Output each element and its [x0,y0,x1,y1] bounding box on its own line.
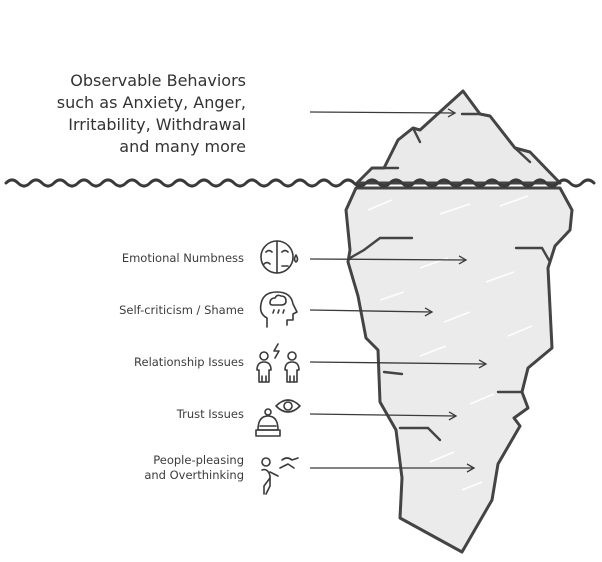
arrow-headline [309,108,457,118]
arrow-factor-1 [309,255,468,265]
factor-label-emotional-numbness: Emotional Numbness [122,251,244,266]
factor-4-line-1: Trust Issues [176,407,244,421]
arrow-factor-2 [309,307,434,317]
numb-face-icon [260,240,299,274]
factor-label-relationship-issues: Relationship Issues [134,355,244,370]
factor-5-line-2: and Overthinking [144,468,244,482]
headline-line-4: and many more [119,137,246,156]
surface-behaviors-text: Observable Behaviors such as Anxiety, An… [18,70,246,158]
factor-1-line-1: Emotional Numbness [121,251,244,265]
arrow-factor-3 [309,359,488,369]
arrow-factor-4 [309,411,458,421]
eye-person-icon [255,399,301,437]
factor-label-self-criticism: Self-criticism / Shame [119,303,244,318]
headline-line-1: Observable Behaviors [70,71,246,90]
factor-2-line-1: Self-criticism / Shame [119,303,244,317]
iceberg-body [344,186,574,554]
factor-label-trust-issues: Trust Issues [177,407,244,422]
headline-line-2: such as Anxiety, Anger, [56,93,246,112]
waterline [4,178,596,188]
two-people-conflict-icon [256,343,300,383]
bowing-person-icon [261,457,299,495]
iceberg-tip [355,89,562,185]
factor-5-line-1: People-pleasing [153,453,244,467]
headline-line-3: Irritability, Withdrawal [68,115,246,134]
factor-label-people-pleasing: People-pleasing and Overthinking [144,453,244,483]
factor-3-line-1: Relationship Issues [134,355,244,369]
rain-cloud-head-icon [259,291,298,328]
